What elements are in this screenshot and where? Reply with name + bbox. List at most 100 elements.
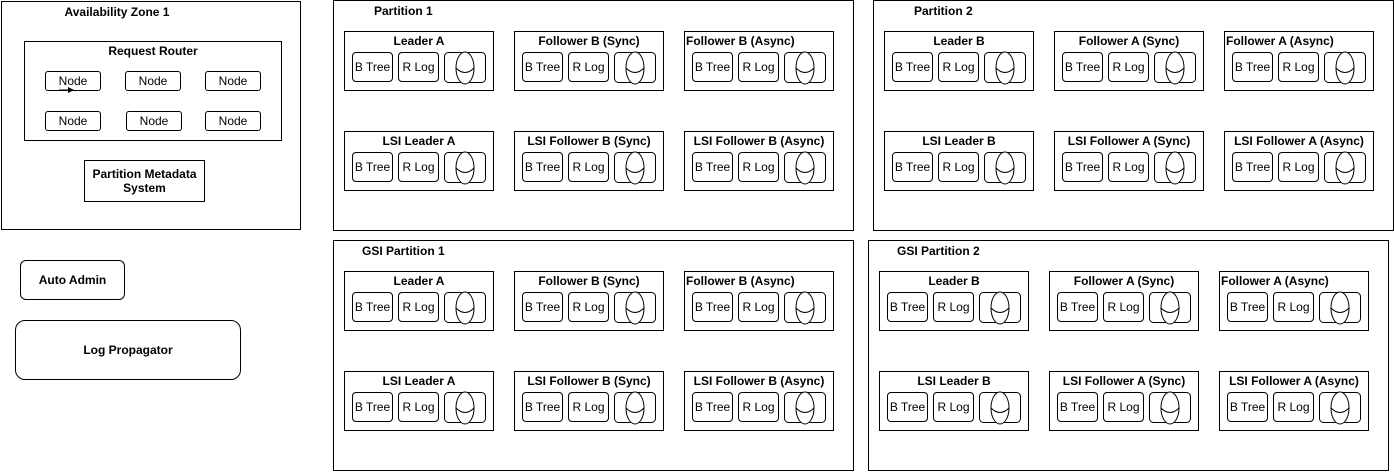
storage-cylinder-icon xyxy=(1154,51,1196,85)
request-router: Request Router Node Node Node Node Node … xyxy=(24,41,282,141)
btree-chip: B Tree xyxy=(522,52,563,82)
partition-title: GSI Partition 2 xyxy=(897,244,980,258)
btree-chip: B Tree xyxy=(352,392,393,422)
rlog-chip: R Log xyxy=(1108,152,1149,182)
rlog-chip: R Log xyxy=(398,292,439,322)
storage-cylinder-icon xyxy=(784,151,826,185)
rlog-chip: R Log xyxy=(398,152,439,182)
availability-zone: Availability Zone 1 Request Router Node … xyxy=(1,1,301,230)
rlog-chip: R Log xyxy=(568,152,609,182)
rlog-chip: R Log xyxy=(398,52,439,82)
rlog-chip: R Log xyxy=(1103,292,1144,322)
rlog-chip: R Log xyxy=(568,292,609,322)
btree-chip: B Tree xyxy=(1227,292,1268,322)
replica-title: LSI Follower A (Async) xyxy=(1229,374,1359,388)
rlog-chip: R Log xyxy=(1273,292,1314,322)
replica-title: LSI Follower B (Sync) xyxy=(527,374,651,388)
replica-title: Follower A (Sync) xyxy=(1073,274,1175,288)
router-node: Node xyxy=(125,71,181,91)
rlog-chip: R Log xyxy=(1108,52,1149,82)
btree-chip: B Tree xyxy=(692,152,733,182)
storage-cylinder-icon xyxy=(984,151,1026,185)
replica-title: Leader B xyxy=(928,274,980,288)
replica-title: LSI Follower B (Async) xyxy=(693,374,825,388)
btree-chip: B Tree xyxy=(892,152,933,182)
replica-title: LSI Follower B (Sync) xyxy=(527,134,651,148)
arrow-icon xyxy=(59,87,74,93)
btree-chip: B Tree xyxy=(692,292,733,322)
storage-cylinder-icon xyxy=(1324,151,1366,185)
storage-cylinder-icon xyxy=(614,391,656,425)
rlog-chip: R Log xyxy=(568,392,609,422)
rlog-chip: R Log xyxy=(1278,152,1319,182)
storage-cylinder-icon xyxy=(1319,391,1361,425)
rlog-chip: R Log xyxy=(938,152,979,182)
btree-chip: B Tree xyxy=(522,292,563,322)
replica-title: Follower B (Sync) xyxy=(538,34,640,48)
rlog-chip: R Log xyxy=(738,292,779,322)
replica-title: LSI Leader A xyxy=(382,374,456,388)
auto-admin-label: Auto Admin xyxy=(38,273,107,287)
replica-title: Follower A (Sync) xyxy=(1078,34,1180,48)
storage-cylinder-icon xyxy=(614,291,656,325)
log-propagator-label: Log Propagator xyxy=(83,343,173,357)
btree-chip: B Tree xyxy=(887,292,928,322)
rlog-chip: R Log xyxy=(1273,392,1314,422)
storage-cylinder-icon xyxy=(979,391,1021,425)
rlog-chip: R Log xyxy=(398,392,439,422)
btree-chip: B Tree xyxy=(1062,52,1103,82)
rlog-chip: R Log xyxy=(738,392,779,422)
replica-title: Follower A (Async) xyxy=(1221,274,1329,288)
partition-title: GSI Partition 1 xyxy=(362,244,445,258)
btree-chip: B Tree xyxy=(352,52,393,82)
storage-cylinder-icon xyxy=(784,51,826,85)
availability-zone-title: Availability Zone 1 xyxy=(64,5,170,19)
storage-cylinder-icon xyxy=(1324,51,1366,85)
partition-metadata-system: Partition Metadata System xyxy=(84,160,205,202)
replica-title: LSI Follower A (Sync) xyxy=(1062,374,1186,388)
partition-metadata-label: Partition Metadata System xyxy=(92,167,197,195)
btree-chip: B Tree xyxy=(352,152,393,182)
storage-cylinder-icon xyxy=(1319,291,1361,325)
storage-cylinder-icon xyxy=(784,391,826,425)
btree-chip: B Tree xyxy=(887,392,928,422)
replica-title: Follower B (Async) xyxy=(686,34,795,48)
storage-cylinder-icon xyxy=(1149,291,1191,325)
auto-admin: Auto Admin xyxy=(20,260,125,300)
rlog-chip: R Log xyxy=(738,52,779,82)
btree-chip: B Tree xyxy=(1227,392,1268,422)
rlog-chip: R Log xyxy=(1103,392,1144,422)
replica-title: Leader A xyxy=(393,34,445,48)
rlog-chip: R Log xyxy=(568,52,609,82)
request-router-title: Request Router xyxy=(108,44,198,58)
btree-chip: B Tree xyxy=(1057,392,1098,422)
storage-cylinder-icon xyxy=(614,151,656,185)
router-node: Node xyxy=(205,71,261,91)
storage-cylinder-icon xyxy=(444,51,486,85)
rlog-chip: R Log xyxy=(938,52,979,82)
btree-chip: B Tree xyxy=(522,392,563,422)
replica-title: LSI Follower B (Async) xyxy=(693,134,825,148)
btree-chip: B Tree xyxy=(1232,152,1273,182)
btree-chip: B Tree xyxy=(892,52,933,82)
storage-cylinder-icon xyxy=(984,51,1026,85)
partition-title: Partition 2 xyxy=(914,4,973,18)
replica-title: Follower A (Async) xyxy=(1226,34,1334,48)
btree-chip: B Tree xyxy=(1062,152,1103,182)
replica-title: Follower B (Async) xyxy=(686,274,795,288)
